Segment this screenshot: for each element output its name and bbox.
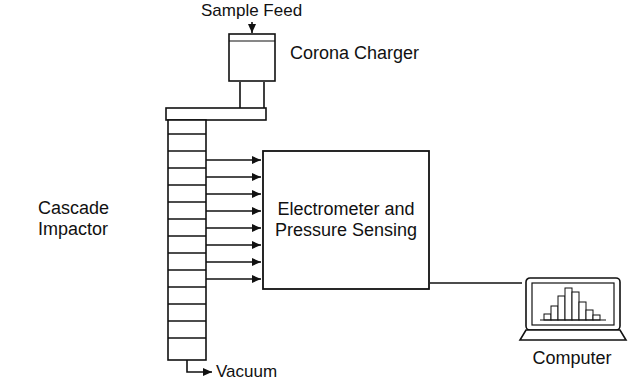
- charger-outline: [228, 33, 276, 82]
- impactor-stage: [168, 286, 206, 287]
- connector: [430, 283, 522, 284]
- histogram-bar: [558, 296, 565, 320]
- connector: [206, 211, 261, 212]
- impactor-stage: [168, 320, 206, 321]
- impactor-stage: [168, 201, 206, 202]
- connector-line: [206, 193, 261, 195]
- neck-tube: [240, 82, 264, 108]
- histogram-bar: [586, 310, 593, 320]
- node-label: Computer: [516, 348, 628, 369]
- histogram-bar: [579, 302, 586, 320]
- node-label: Cascade Impactor: [38, 198, 158, 240]
- histogram-bar: [551, 306, 558, 320]
- connector-line: [206, 159, 261, 161]
- box-border: [263, 151, 429, 289]
- vacuum-label: Vacuum: [216, 362, 277, 382]
- impactor-stage: [168, 303, 206, 304]
- charger-rim: [229, 40, 275, 41]
- connector-line: [206, 244, 261, 246]
- feed-arrow: [251, 22, 253, 33]
- connector: [206, 177, 261, 178]
- connector: [206, 279, 261, 280]
- histogram-bar: [572, 292, 579, 320]
- connector-line: [206, 261, 261, 263]
- vacuum-arrow: [187, 360, 212, 372]
- connector: [240, 82, 264, 108]
- impactor-stage: [168, 235, 206, 236]
- connector: [206, 194, 261, 195]
- histogram-axis: [540, 320, 606, 321]
- impactor-stage: [168, 337, 206, 338]
- impactor-stage: [168, 269, 206, 270]
- connector-line: [206, 176, 261, 178]
- connector: [206, 228, 261, 229]
- node-label: Electrometer and Pressure Sensing: [274, 199, 418, 241]
- impactor-stage: [168, 252, 206, 253]
- impactor-stage: [168, 167, 206, 168]
- impactor-stage: [168, 133, 206, 134]
- connector: [206, 245, 261, 246]
- laptop-base: [520, 330, 626, 340]
- cascade-impactor: Cascade Impactor: [168, 108, 206, 360]
- connector-line: [430, 282, 522, 284]
- connector: [206, 160, 261, 161]
- charger-body: [229, 34, 275, 81]
- neck-axis: [252, 82, 253, 108]
- sample-feed-label: Sample Feed: [201, 1, 302, 21]
- corona-charger: Corona Charger: [228, 33, 276, 82]
- impactor-stack: [168, 120, 206, 360]
- impactor-outline: [168, 108, 206, 360]
- connector-line: [206, 227, 261, 229]
- connector-line: [206, 278, 261, 280]
- histogram-bar: [544, 314, 551, 320]
- connector-line: [206, 210, 261, 212]
- node-label: Corona Charger: [290, 43, 419, 64]
- electrometer-box: Electrometer and Pressure Sensing: [262, 150, 430, 290]
- impactor-stage: [168, 150, 206, 151]
- impactor-stage: [168, 184, 206, 185]
- laptop-lid: [526, 278, 620, 330]
- laptop-screen: [532, 283, 614, 325]
- histogram-bar: [593, 315, 600, 320]
- computer: Computer: [522, 278, 628, 344]
- impactor-stage: [168, 218, 206, 219]
- histogram-bar: [565, 288, 572, 320]
- connector: [206, 262, 261, 263]
- impactor-flange: [166, 108, 266, 120]
- laptop-outline: [522, 278, 628, 344]
